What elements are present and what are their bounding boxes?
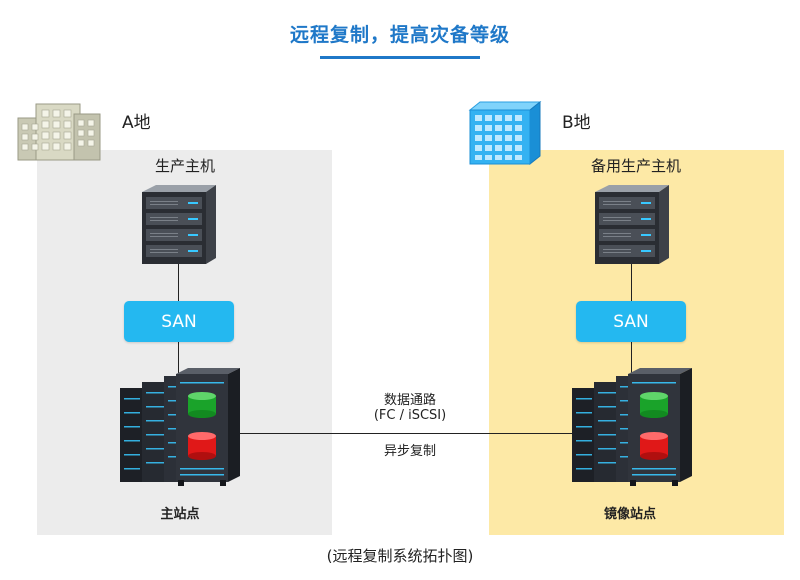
storage-array-icon xyxy=(564,368,694,488)
figure-caption: (远程复制系统拓扑图) xyxy=(326,547,474,565)
site-a-label: A地 xyxy=(122,113,151,133)
link-label-mode: 异步复制 xyxy=(383,444,436,459)
san-storage-link-b xyxy=(631,342,632,382)
site-b-label: B地 xyxy=(562,113,591,133)
production-host-label: 生产主机 xyxy=(154,157,215,175)
standby-host-label: 备用生产主机 xyxy=(590,157,681,175)
replication-link xyxy=(238,433,578,434)
page-title: 远程复制，提高灾备等级 xyxy=(289,24,510,46)
san-storage-link-a xyxy=(178,342,179,382)
san-switch-a: SAN xyxy=(124,301,234,342)
office-building-icon xyxy=(16,100,102,162)
host-san-link-a xyxy=(178,262,179,302)
san-switch-b: SAN xyxy=(576,301,686,342)
glass-building-icon xyxy=(468,100,542,166)
host-san-link-b xyxy=(631,262,632,302)
link-label-path: 数据通路 xyxy=(383,393,436,408)
server-icon xyxy=(589,184,673,266)
server-icon xyxy=(136,184,220,266)
link-label-protocol: (FC / iSCSI) xyxy=(373,408,447,423)
primary-site-label: 主站点 xyxy=(160,507,200,522)
storage-array-icon xyxy=(112,368,242,488)
mirror-site-label: 镜像站点 xyxy=(603,507,656,522)
title-underline xyxy=(320,56,480,59)
